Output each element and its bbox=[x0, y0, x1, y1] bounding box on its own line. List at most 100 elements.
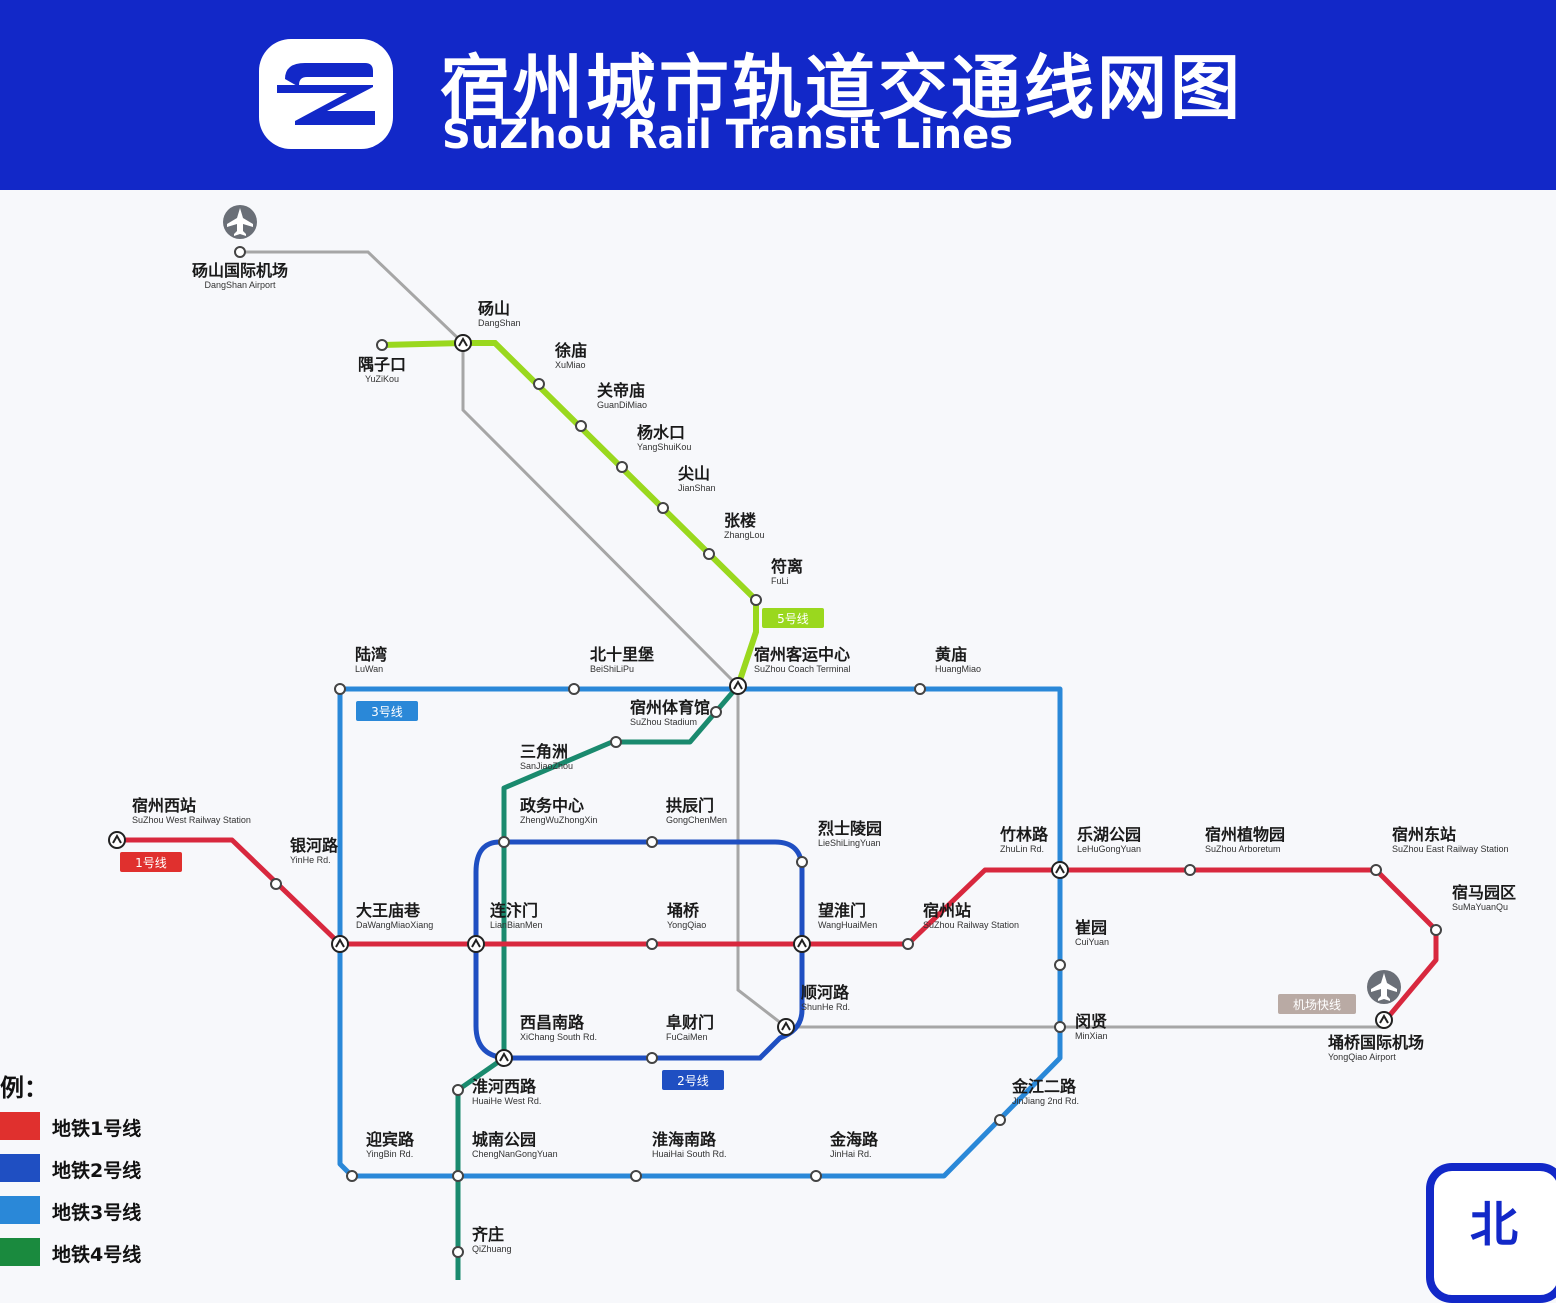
station-label-qizhuang: 齐庄 bbox=[472, 1225, 504, 1244]
station-dot bbox=[334, 683, 346, 695]
station-label-en-yangshuikou: YangShuiKou bbox=[637, 442, 691, 452]
suzhou-rail-logo-icon bbox=[259, 39, 393, 149]
legend-label: 地铁2号线 bbox=[52, 1160, 142, 1182]
svg-text:2号线: 2号线 bbox=[677, 1074, 709, 1088]
interchange-station-icon bbox=[793, 935, 811, 953]
station-label-en-jinjiang: JinJiang 2nd Rd. bbox=[1012, 1096, 1079, 1106]
station-label-en-sanjiaozhou: SanJiaoZhou bbox=[520, 761, 573, 771]
station-dot bbox=[1370, 864, 1382, 876]
legend-swatch bbox=[0, 1238, 40, 1266]
station-label-luwan: 陆湾 bbox=[355, 645, 387, 664]
map-subtitle: SuZhou Rail Transit Lines bbox=[442, 112, 1014, 158]
station-label-yinhelu: 银河路 bbox=[290, 836, 339, 855]
station-label-en-jianshan: JianShan bbox=[678, 483, 716, 493]
station-label-railway: 宿州站 bbox=[923, 901, 971, 920]
station-label-en-lianbianmen: LianBianMen bbox=[490, 920, 543, 930]
legend-label: 地铁1号线 bbox=[52, 1118, 142, 1140]
station-label-guandimiao: 关帝庙 bbox=[597, 381, 645, 400]
airport-express-badge: 机场快线 bbox=[1278, 994, 1356, 1014]
svg-text:3号线: 3号线 bbox=[371, 705, 403, 719]
interchange-arrows-icon bbox=[458, 336, 468, 347]
station-label-jinhai: 金海路 bbox=[829, 1130, 879, 1149]
station-dot bbox=[994, 1114, 1006, 1126]
station-dot bbox=[376, 339, 388, 351]
station-label-yangshuikou: 杨水口 bbox=[637, 423, 685, 442]
station-label-lieshi: 烈士陵园 bbox=[818, 819, 882, 838]
station-label-dangshan: 砀山 bbox=[478, 299, 510, 318]
station-dot bbox=[575, 420, 587, 432]
interchange-arrows-icon bbox=[797, 937, 807, 948]
station-dot bbox=[610, 736, 622, 748]
station-label-en-xumiao: XuMiao bbox=[555, 360, 586, 370]
station-dot bbox=[498, 836, 510, 848]
interchange-station-icon bbox=[495, 1049, 513, 1067]
station-label-zhulinlu: 竹林路 bbox=[999, 825, 1049, 844]
line4-route bbox=[455, 684, 740, 1280]
station-label-en-dangshan_airport: DangShan Airport bbox=[204, 280, 276, 290]
station-dot bbox=[703, 548, 715, 560]
station-label-east_station: 宿州东站 bbox=[1392, 825, 1456, 844]
interchange-arrows-icon bbox=[335, 937, 345, 948]
station-label-arboretum: 宿州植物园 bbox=[1205, 825, 1285, 844]
station-label-fucaimen: 阜财门 bbox=[666, 1013, 714, 1032]
legend-title: 例： bbox=[0, 1074, 48, 1102]
interchange-station-icon bbox=[729, 677, 747, 695]
station-label-yongqiao: 埇桥 bbox=[667, 901, 700, 920]
line3-badge: 3号线 bbox=[356, 701, 418, 721]
station-label-minxian: 闵贤 bbox=[1075, 1012, 1107, 1031]
station-dot bbox=[657, 502, 669, 514]
station-label-en-dawang: DaWangMiaoXiang bbox=[356, 920, 433, 930]
station-label-wanghuaimen: 望淮门 bbox=[818, 901, 866, 920]
legend-swatch bbox=[0, 1196, 40, 1224]
legend-item-line3: 地铁3号线 bbox=[0, 1196, 170, 1226]
station-label-en-mayuanqu: SuMaYuanQu bbox=[1452, 902, 1508, 912]
station-dot bbox=[1054, 1021, 1066, 1033]
station-dot bbox=[452, 1170, 464, 1182]
station-label-xichang: 西昌南路 bbox=[520, 1013, 585, 1032]
station-label-en-dangshan: DangShan bbox=[478, 318, 521, 328]
compass-north-label: 北 bbox=[1470, 1197, 1519, 1253]
svg-text:1号线: 1号线 bbox=[135, 856, 167, 870]
interchange-station-icon bbox=[1375, 1011, 1393, 1029]
station-dot bbox=[646, 836, 658, 848]
station-label-en-jinhai: JinHai Rd. bbox=[830, 1149, 872, 1159]
station-dot bbox=[750, 594, 762, 606]
station-dot bbox=[630, 1170, 642, 1182]
station-dot bbox=[914, 683, 926, 695]
interchange-arrows-icon bbox=[1055, 863, 1065, 874]
station-label-cuiyuan: 崔园 bbox=[1075, 918, 1107, 937]
line2-badge: 2号线 bbox=[662, 1070, 724, 1090]
interchange-station-icon bbox=[777, 1018, 795, 1036]
svg-text:5号线: 5号线 bbox=[777, 612, 809, 626]
airport-express-line bbox=[240, 250, 1384, 1029]
station-label-en-fucaimen: FuCaiMen bbox=[666, 1032, 708, 1042]
station-label-en-yuzikou: YuZiKou bbox=[365, 374, 399, 384]
station-dot bbox=[452, 1084, 464, 1096]
station-label-en-yinhelu: YinHe Rd. bbox=[290, 855, 331, 865]
interchange-arrows-icon bbox=[499, 1051, 509, 1062]
interchange-station-icon bbox=[1051, 861, 1069, 879]
station-label-en-arboretum: SuZhou Arboretum bbox=[1205, 844, 1281, 854]
interchange-arrows-icon bbox=[781, 1020, 791, 1031]
station-dot bbox=[646, 938, 658, 950]
station-dot bbox=[1054, 959, 1066, 971]
legend-label: 地铁3号线 bbox=[52, 1202, 142, 1224]
station-label-en-gongchenmen: GongChenMen bbox=[666, 815, 727, 825]
station-label-sanjiaozhou: 三角洲 bbox=[520, 742, 568, 761]
station-dot bbox=[346, 1170, 358, 1182]
station-label-en-yongqiao: YongQiao bbox=[667, 920, 706, 930]
line1-badge: 1号线 bbox=[120, 852, 182, 872]
station-label-huaihai: 淮海南路 bbox=[652, 1130, 717, 1149]
station-label-en-lieshi: LieShiLingYuan bbox=[818, 838, 881, 848]
station-label-shunhelu: 顺河路 bbox=[801, 983, 850, 1002]
station-label-en-minxian: MinXian bbox=[1075, 1031, 1108, 1041]
station-dot bbox=[1430, 924, 1442, 936]
station-label-en-chengnan: ChengNanGongYuan bbox=[472, 1149, 558, 1159]
station-dot bbox=[452, 1246, 464, 1258]
station-label-en-cuiyuan: CuiYuan bbox=[1075, 937, 1109, 947]
station-label-en-shunhelu: ShunHe Rd. bbox=[801, 1002, 850, 1012]
station-label-en-stadium: SuZhou Stadium bbox=[630, 717, 697, 727]
station-dot bbox=[902, 938, 914, 950]
station-label-lehu: 乐湖公园 bbox=[1077, 825, 1141, 844]
station-label-en-wanghuaimen: WangHuaiMen bbox=[818, 920, 877, 930]
